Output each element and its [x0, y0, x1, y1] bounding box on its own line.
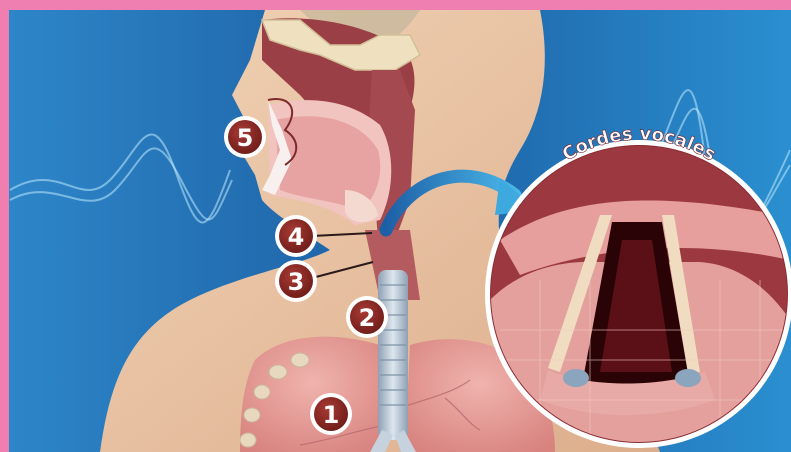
label-4: 4 [288, 223, 305, 251]
label-2: 2 [359, 304, 376, 332]
label-badge-3: 3 [275, 260, 317, 302]
label-badge-4: 4 [275, 215, 317, 257]
label-5: 5 [237, 124, 254, 152]
label-badge-2: 2 [346, 296, 388, 338]
label-3: 3 [288, 268, 305, 296]
label-badge-5: 5 [224, 116, 266, 158]
label-badge-1: 1 [310, 393, 352, 435]
label-1: 1 [323, 401, 340, 429]
